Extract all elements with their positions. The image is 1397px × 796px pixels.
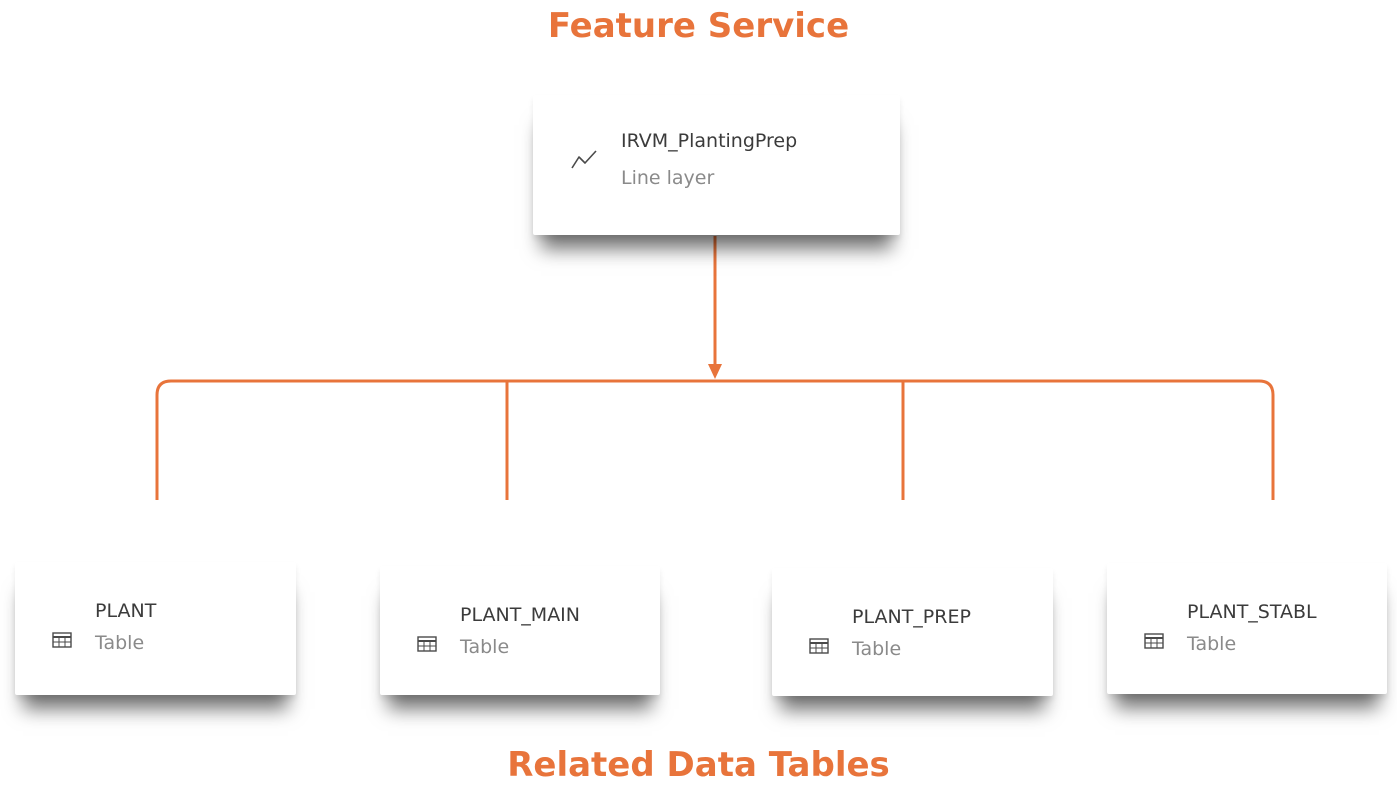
- table-name: PLANT_PREP: [852, 606, 971, 628]
- layer-name: IRVM_PlantingPrep: [621, 130, 798, 152]
- table-icon: [52, 632, 72, 648]
- table-name: PLANT_MAIN: [460, 604, 581, 626]
- table-name: PLANT_STABL: [1187, 601, 1317, 623]
- table-card-plant-main[interactable]: PLANT_MAIN Table: [380, 566, 660, 695]
- line-layer-icon: [571, 150, 597, 169]
- table-type: Table: [460, 636, 510, 658]
- bracket-line: [155, 379, 1275, 500]
- related-tables-heading: Related Data Tables: [507, 745, 890, 785]
- table-card-plant-prep[interactable]: PLANT_PREP Table: [772, 568, 1053, 696]
- table-type: Table: [1187, 633, 1237, 655]
- table-icon: [1144, 633, 1164, 649]
- table-type: Table: [852, 638, 902, 660]
- table-card-plant-stabl[interactable]: PLANT_STABL Table: [1107, 563, 1387, 694]
- feature-layer-card[interactable]: IRVM_PlantingPrep Line layer: [533, 95, 900, 235]
- table-type: Table: [95, 632, 145, 654]
- arrow-head-icon: [708, 364, 722, 379]
- layer-type: Line layer: [621, 167, 715, 189]
- table-icon: [809, 638, 829, 654]
- table-name: PLANT: [95, 600, 157, 622]
- feature-service-heading: Feature Service: [547, 6, 850, 46]
- table-card-plant[interactable]: PLANT Table: [15, 562, 296, 695]
- table-icon: [417, 636, 437, 652]
